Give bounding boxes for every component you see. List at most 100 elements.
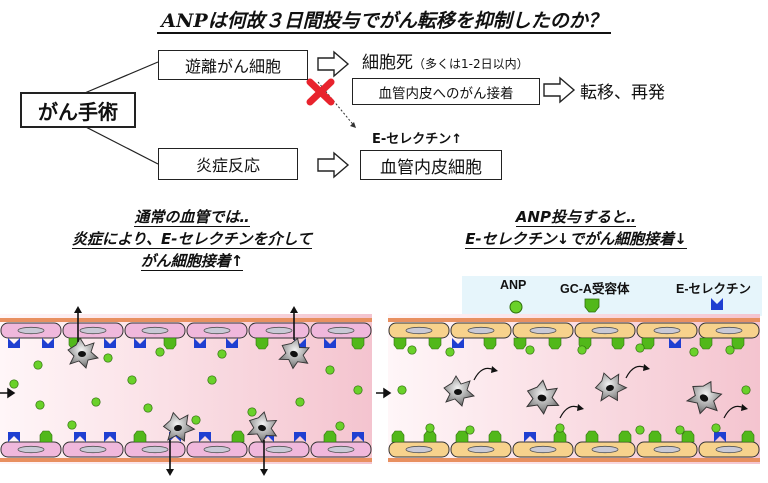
cell-death-text: 細胞死 xyxy=(362,53,413,73)
anp-dot xyxy=(741,385,751,395)
endothelial-cell xyxy=(574,322,636,339)
flow-arrow-middle xyxy=(376,387,392,399)
receptor-mark xyxy=(699,337,713,350)
anp-dot xyxy=(127,375,137,385)
anp-dot xyxy=(711,423,721,433)
receptor-mark xyxy=(255,337,269,350)
receptor-icon xyxy=(584,298,600,313)
anp-dot xyxy=(577,345,587,355)
cancer-cell xyxy=(278,337,310,370)
endothelial-cell xyxy=(388,441,450,458)
inflammation-box: 炎症反応 xyxy=(158,148,298,180)
receptor-mark xyxy=(163,337,177,350)
migration-arrow xyxy=(74,306,82,342)
anp-dot xyxy=(33,360,43,370)
migration-arrow xyxy=(166,440,174,476)
receptor-mark xyxy=(731,337,745,350)
endothelial-cell xyxy=(574,441,636,458)
cancer-cell xyxy=(525,379,560,415)
receptor-mark xyxy=(648,430,662,443)
receptor-mark xyxy=(513,337,527,350)
legend-eselectin-label: E-セレクチン xyxy=(676,282,752,296)
anp-dot xyxy=(155,347,165,357)
eselectin-mark xyxy=(74,432,86,442)
endothelial-cell xyxy=(124,441,186,458)
cell-death-note: （多くは1-2日以内） xyxy=(413,57,529,71)
endothelial-cell xyxy=(62,441,124,458)
anp-dot xyxy=(725,345,735,355)
eselectin-mark xyxy=(104,432,116,442)
endothelial-cell xyxy=(186,322,248,339)
anp-dot xyxy=(35,400,45,410)
receptor-mark xyxy=(351,337,365,350)
left-caption: 通常の血管では‥ 炎症により、E-セレクチンを介して がん細胞接着↑ xyxy=(0,206,384,272)
left-caption-line2: 炎症により、E-セレクチンを介して xyxy=(71,230,313,249)
receptor-mark xyxy=(618,430,632,443)
left-vessel xyxy=(0,306,372,476)
anp-dot xyxy=(675,425,685,435)
endothelial-cell xyxy=(248,441,310,458)
migration-arrow xyxy=(290,306,298,340)
endothelium-box: 血管内皮細胞 xyxy=(360,150,502,180)
right-caption: ANP投与すると‥ E-セレクチン↓でがん細胞接着↓ xyxy=(384,206,768,250)
endothelial-cell xyxy=(0,441,62,458)
flow-curve-arrow xyxy=(559,404,584,419)
cancer-cell xyxy=(162,411,196,442)
receptor-mark xyxy=(483,337,497,350)
endothelial-cell xyxy=(124,322,186,339)
receptor-mark xyxy=(488,430,502,443)
receptor-mark xyxy=(133,430,147,443)
cancer-cell xyxy=(685,380,723,415)
flow-curve-arrow xyxy=(625,364,650,379)
flow-curve-arrow xyxy=(723,404,748,419)
eselectin-mark xyxy=(134,338,146,348)
receptor-mark xyxy=(391,430,405,443)
eselectin-mark xyxy=(199,432,211,442)
anp-dot xyxy=(445,347,455,357)
anp-dot xyxy=(143,403,153,413)
eselectin-mark xyxy=(294,432,306,442)
cancer-cell xyxy=(67,337,99,369)
left-caption-line1: 通常の血管では‥ xyxy=(134,208,250,227)
anp-dot xyxy=(397,385,407,395)
diagram-title: ANPは何故３日間投与でがん転移を抑制したのか？ xyxy=(0,6,768,34)
migration-arrow xyxy=(260,440,268,476)
eselectin-mark xyxy=(324,338,336,348)
eselectin-mark xyxy=(104,338,116,348)
receptor-mark xyxy=(455,430,469,443)
eselectin-mark xyxy=(226,338,238,348)
adhesion-box: 血管内皮へのがん接着 xyxy=(352,78,540,105)
anp-dot xyxy=(555,423,565,433)
endothelial-cell xyxy=(388,322,450,339)
anp-dot xyxy=(353,385,363,395)
right-caption-line2: E-セレクチン↓でがん細胞接着↓ xyxy=(465,230,687,249)
receptor-mark xyxy=(323,430,337,443)
flow-arrow-left xyxy=(0,387,16,399)
eselectin-mark xyxy=(669,338,681,348)
flow-curve-arrow xyxy=(473,366,498,381)
endothelial-cell xyxy=(636,441,698,458)
endothelial-cell xyxy=(310,322,372,339)
legend-anp-label: ANP xyxy=(500,278,527,292)
endothelial-cell xyxy=(450,322,512,339)
endothelial-cell xyxy=(698,322,760,339)
released-cells-box: 遊離がん細胞 xyxy=(158,50,308,80)
cancer-cell xyxy=(594,372,628,402)
eselectin-mark xyxy=(8,338,20,348)
anp-dot xyxy=(407,345,417,355)
receptor-mark xyxy=(611,337,625,350)
eselectin-mark xyxy=(714,432,726,442)
anp-dot xyxy=(247,407,257,417)
receptor-mark xyxy=(428,337,442,350)
endothelial-cell xyxy=(62,322,124,339)
anp-dot xyxy=(191,415,201,425)
anp-dot xyxy=(635,425,645,435)
cross-icon xyxy=(306,78,335,106)
endothelial-cell xyxy=(310,441,372,458)
receptor-mark xyxy=(681,430,695,443)
cancer-cell xyxy=(443,375,475,407)
endothelial-cell xyxy=(186,441,248,458)
endothelial-cell xyxy=(636,322,698,339)
